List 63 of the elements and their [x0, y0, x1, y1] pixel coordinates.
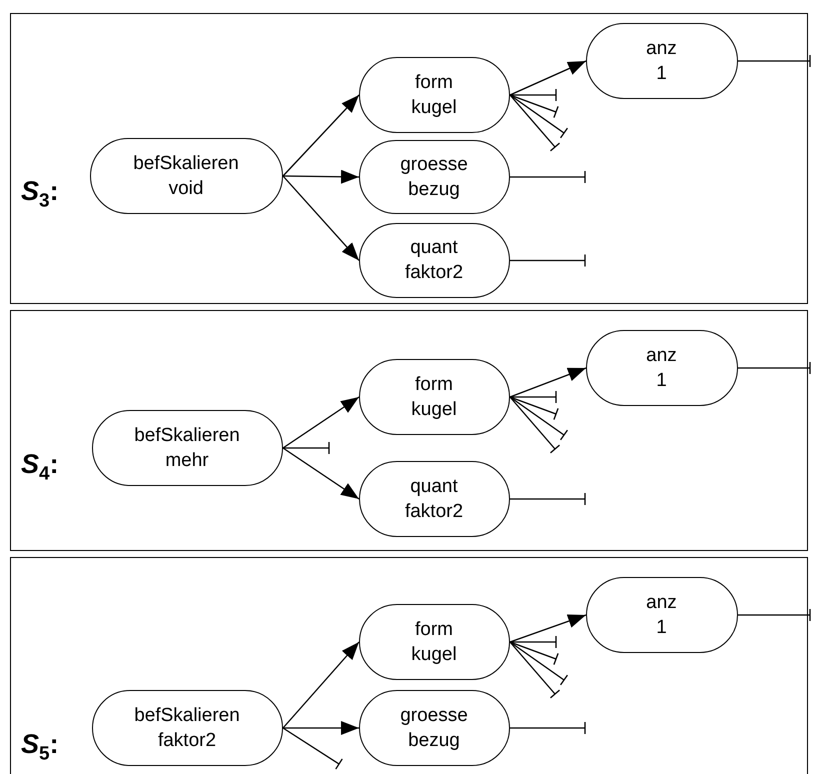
scenario-label: S$_{3}$: [21, 176, 59, 214]
bar-ended-line [738, 361, 811, 375]
bar-ended-line [510, 94, 559, 118]
attribute-value: 1 [656, 62, 667, 86]
arrow [282, 642, 360, 728]
attribute-value: 1 [656, 368, 667, 392]
attribute-value: kugel [411, 96, 457, 120]
attribute-value: kugel [411, 398, 457, 422]
bar-ended-line [510, 641, 559, 666]
attribute-name: anz [646, 36, 677, 60]
attribute-name: quant [410, 474, 458, 498]
bar-ended-line [510, 492, 586, 506]
arrow [510, 60, 586, 96]
arrow [282, 176, 360, 261]
bar-ended-line [738, 608, 811, 622]
attribute-name: quant [410, 236, 458, 260]
bar-ended-line [510, 396, 568, 441]
scenario-panel [10, 557, 808, 774]
attribute-value: 1 [656, 616, 667, 640]
bar-ended-line [282, 727, 343, 770]
attribute-value: void [168, 176, 204, 200]
attribute-value: faktor2 [404, 261, 464, 285]
attribute-value: mehr [165, 448, 209, 472]
attribute-name: befSkalieren [134, 704, 240, 728]
attribute-value: bezug [408, 728, 460, 752]
attribute-name: anz [646, 590, 677, 614]
arrow [283, 721, 359, 735]
attribute-name: form [415, 618, 453, 642]
bar-ended-line [510, 396, 560, 454]
attribute-name: befSkalieren [133, 152, 239, 176]
bar-ended-line [510, 641, 568, 686]
attribute-name: anz [646, 344, 677, 368]
bar-ended-line [510, 94, 560, 152]
bar-ended-line [510, 635, 557, 649]
bar-ended-line [510, 254, 586, 268]
arrow [283, 170, 359, 184]
attribute-value: kugel [411, 642, 457, 666]
arrow [510, 367, 586, 398]
attribute-name: form [415, 70, 453, 94]
arrow [282, 447, 360, 500]
bar-ended-line [510, 721, 586, 735]
attribute-name: form [415, 372, 453, 396]
bar-ended-line [510, 390, 557, 404]
scenario-panel [10, 310, 808, 551]
arrow [510, 614, 586, 643]
bar-ended-line [510, 396, 559, 420]
attribute-value: bezug [408, 178, 460, 202]
arrow [282, 94, 360, 176]
bar-ended-line [283, 441, 330, 455]
arrow [282, 396, 360, 449]
bar-ended-line [510, 642, 560, 699]
attribute-name: befSkalieren [134, 424, 240, 448]
bar-ended-line [510, 170, 586, 184]
attribute-value: faktor2 [404, 500, 464, 524]
attribute-name: groesse [400, 152, 468, 176]
scenario-label: S$_{5}$: [21, 729, 59, 766]
scenario-panel [10, 13, 808, 304]
attribute-name: groesse [400, 704, 468, 728]
bar-ended-line [510, 88, 557, 102]
bar-ended-line [510, 94, 568, 139]
attribute-value: faktor2 [158, 728, 216, 752]
scenario-label: S$_{4}$: [21, 449, 59, 486]
bar-ended-line [738, 54, 811, 68]
